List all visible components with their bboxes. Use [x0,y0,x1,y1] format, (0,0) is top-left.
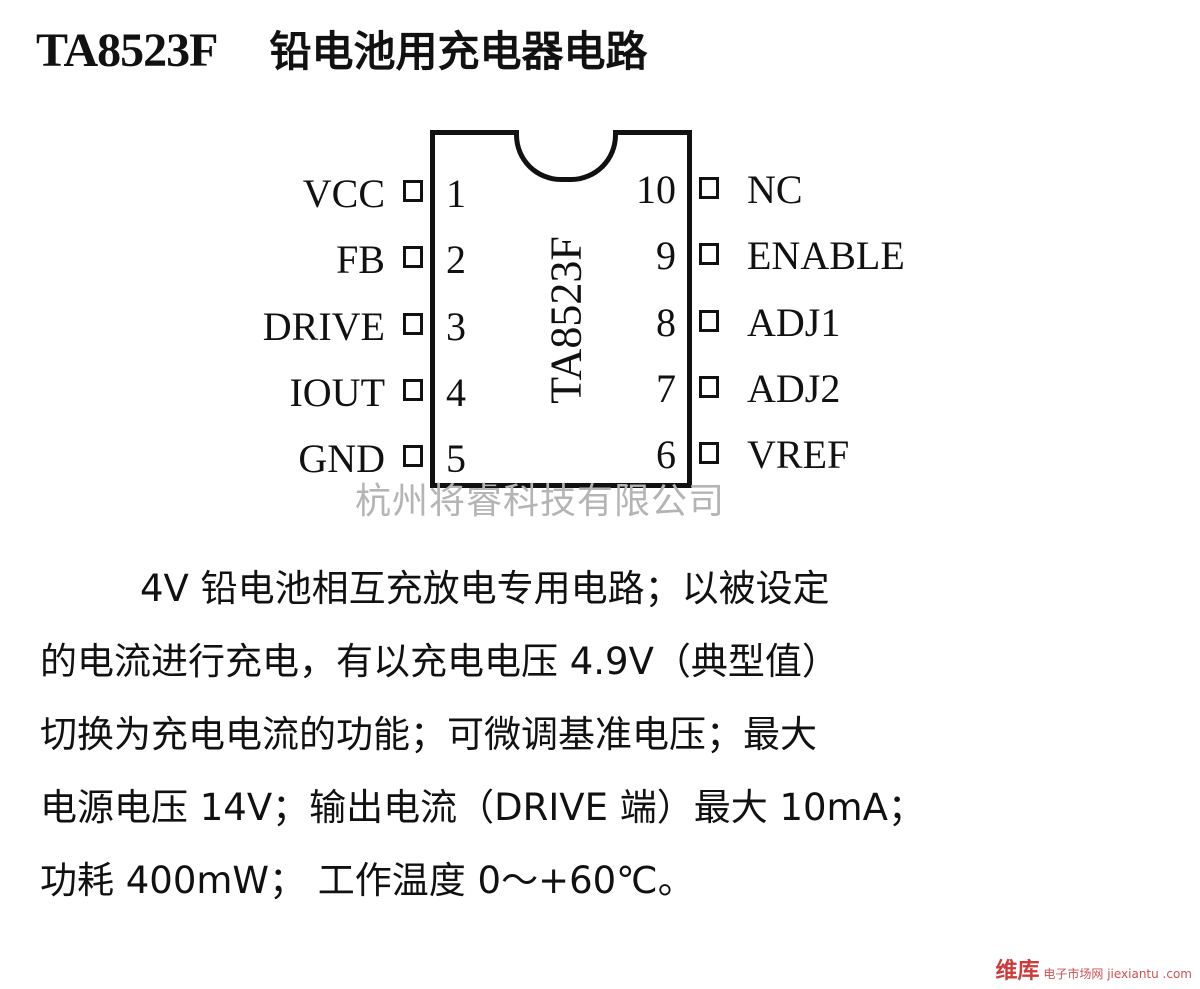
pin-pad [699,376,719,398]
pin-label-vref: VREF [747,432,850,477]
pin-pad [403,313,423,335]
ic-package [430,130,692,488]
pin-number: 4 [446,370,466,415]
pin-number: 3 [446,304,466,349]
pin-label-iout: IOUT [289,370,385,415]
pin-number: 1 [446,171,466,216]
pin-number: 6 [656,432,676,477]
pin-pad [403,180,423,202]
pin-number: 7 [656,366,676,411]
pin-number: 9 [656,233,676,278]
chip-label: TA8523F [541,236,591,404]
pin-label-adj1: ADJ1 [747,300,841,345]
pin-label-vcc: VCC [302,171,385,216]
part-number: TA8523F [36,24,218,77]
description-line: 4V 铅电池相互充放电专用电路；以被设定 [140,567,830,610]
pin-label-adj2: ADJ2 [747,366,841,411]
pin1-notch [514,130,618,182]
logo-sub: 电子市场网 [1043,967,1104,981]
page-title: TA8523F 铅电池用充电器电路 [36,18,647,79]
pin-number: 8 [656,300,676,345]
description-line: 功耗 400mW； 工作温度 0～+60℃。 [40,859,695,902]
pin-label-drive: DRIVE [262,304,385,349]
pin-pad [403,379,423,401]
pin-label-enable: ENABLE [747,233,905,278]
pin-pad [403,445,423,467]
watermark: 杭州将睿科技有限公司 [355,481,726,522]
circuit-name: 铅电池用充电器电路 [269,27,648,76]
description-line: 的电流进行充电，有以充电电压 4.9V（典型值） [40,640,839,683]
logo-site: jiexiantu .com [1107,967,1192,981]
pin-pad [699,177,719,199]
pin-pad [699,310,719,332]
description-line: 电源电压 14V；输出电流（DRIVE 端）最大 10mA； [40,786,925,829]
pin-label-fb: FB [336,237,385,282]
pin-label-gnd: GND [298,436,385,481]
pin-number: 10 [636,167,676,212]
site-logo: 维库 电子市场网 jiexiantu .com [996,953,1193,985]
description: 4V 铅电池相互充放电专用电路；以被设定 的电流进行充电，有以充电电压 4.9V… [40,552,1160,917]
logo-main: 维库 [995,959,1040,984]
description-line: 切换为充电电流的功能；可微调基准电压；最大 [40,713,817,756]
pin-number: 2 [446,237,466,282]
pin-pad [699,243,719,265]
pin-pad [403,246,423,268]
pin-label-nc: NC [747,167,803,212]
pin-number: 5 [446,436,466,481]
pin-pad [699,442,719,464]
